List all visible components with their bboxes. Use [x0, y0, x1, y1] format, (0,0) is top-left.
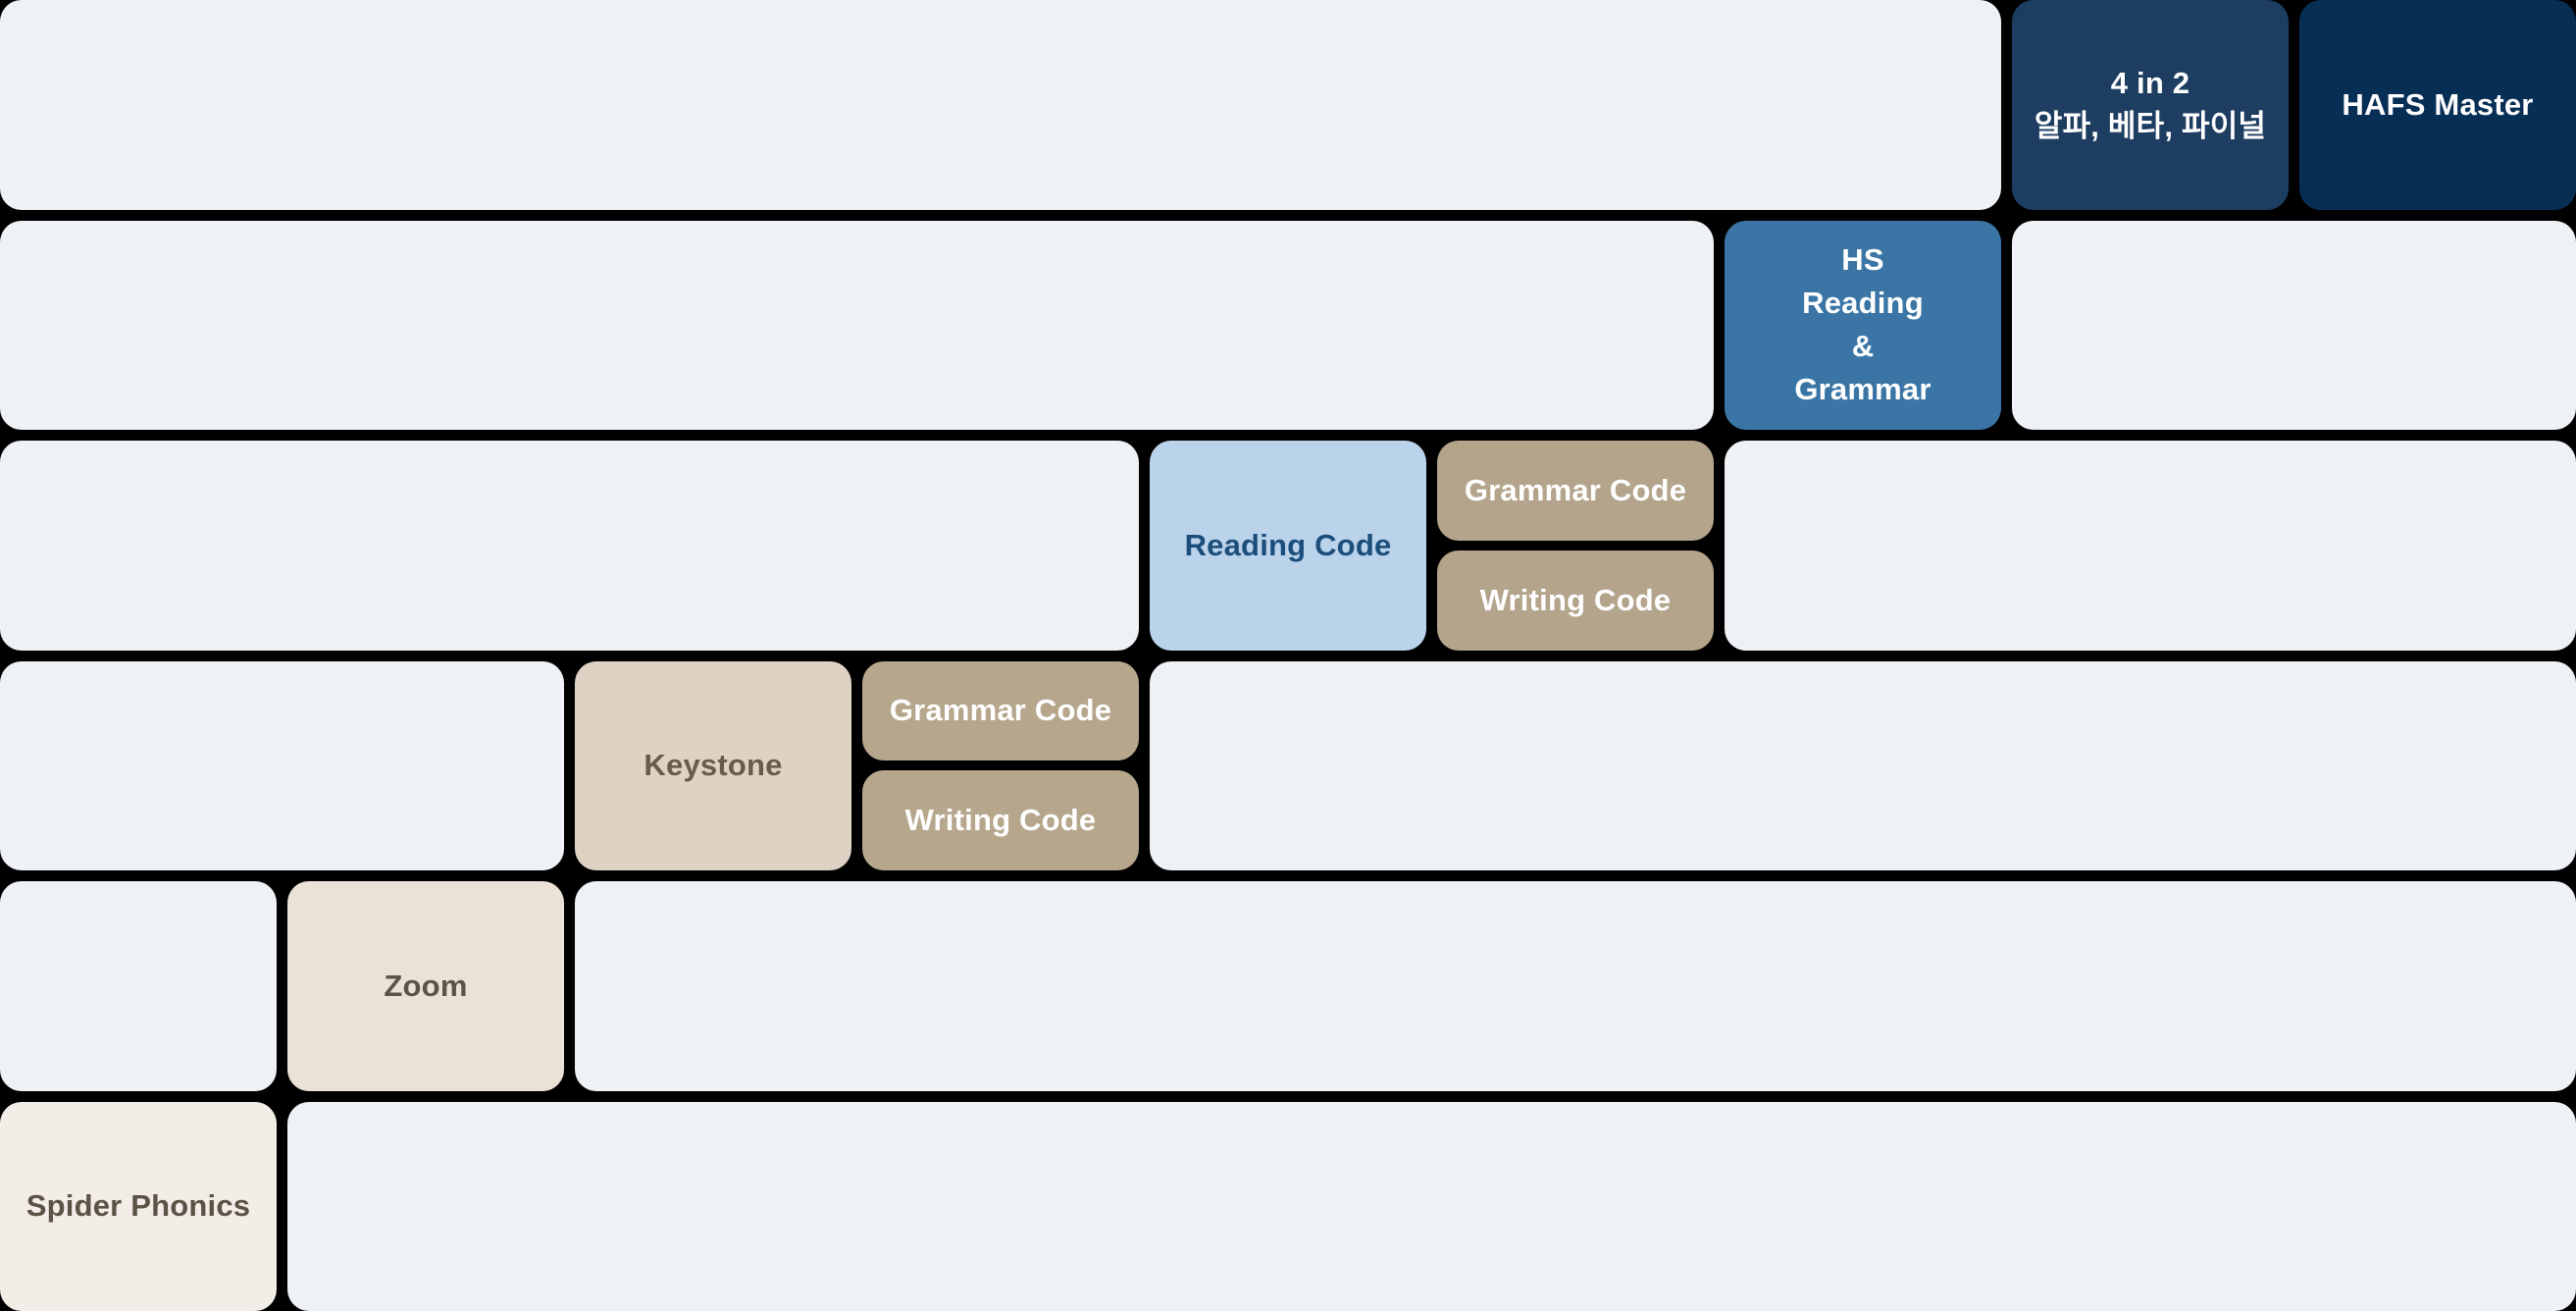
- level-card-grammar-code-lower: Grammar Code: [862, 660, 1139, 761]
- level-card-hs-reading-grammar: HS Reading & Grammar: [1725, 220, 2001, 430]
- level-label-grammar-code-upper: Grammar Code: [1464, 472, 1687, 507]
- level-label-grammar-code-lower: Grammar Code: [889, 693, 1112, 728]
- level-label-hs-reading-grammar: HS Reading & Grammar: [1794, 242, 1932, 407]
- level-label-reading-code: Reading Code: [1184, 527, 1392, 562]
- level-label-spider-phonics: Spider Phonics: [26, 1188, 251, 1224]
- empty-track-segment: [1725, 441, 2576, 651]
- level-card-hafs-master: HAFS Master: [2299, 0, 2576, 210]
- level-label-zoom: Zoom: [384, 968, 468, 1003]
- empty-track-segment: [0, 881, 277, 1091]
- empty-track-segment: [0, 220, 1714, 430]
- level-label-4-in-2: 4 in 2 알파, 베타, 파이널: [2034, 65, 2267, 143]
- level-card-reading-code: Reading Code: [1150, 441, 1426, 651]
- level-card-spider-phonics: Spider Phonics: [0, 1101, 277, 1311]
- level-label-hafs-master: HAFS Master: [2342, 86, 2534, 122]
- empty-track-segment: [0, 0, 2001, 210]
- level-label-keystone: Keystone: [644, 748, 783, 783]
- empty-track-segment: [2012, 220, 2576, 430]
- empty-track-segment: [1150, 660, 2576, 870]
- level-card-grammar-code-upper: Grammar Code: [1437, 441, 1714, 541]
- empty-track-segment: [0, 660, 564, 870]
- empty-track-segment: [0, 441, 1139, 651]
- empty-track-segment: [575, 881, 2576, 1091]
- level-card-keystone: Keystone: [575, 660, 851, 870]
- level-label-writing-code-upper: Writing Code: [1479, 582, 1672, 617]
- level-card-zoom: Zoom: [287, 881, 564, 1091]
- level-card-4-in-2: 4 in 2 알파, 베타, 파이널: [2012, 0, 2289, 210]
- level-card-writing-code-upper: Writing Code: [1437, 550, 1714, 651]
- level-label-writing-code-lower: Writing Code: [904, 803, 1097, 838]
- code-pair-upper: Grammar Code Writing Code: [1437, 441, 1714, 651]
- level-card-writing-code-lower: Writing Code: [862, 770, 1139, 870]
- empty-track-segment: [287, 1101, 2576, 1311]
- code-pair-lower: Grammar Code Writing Code: [862, 660, 1139, 870]
